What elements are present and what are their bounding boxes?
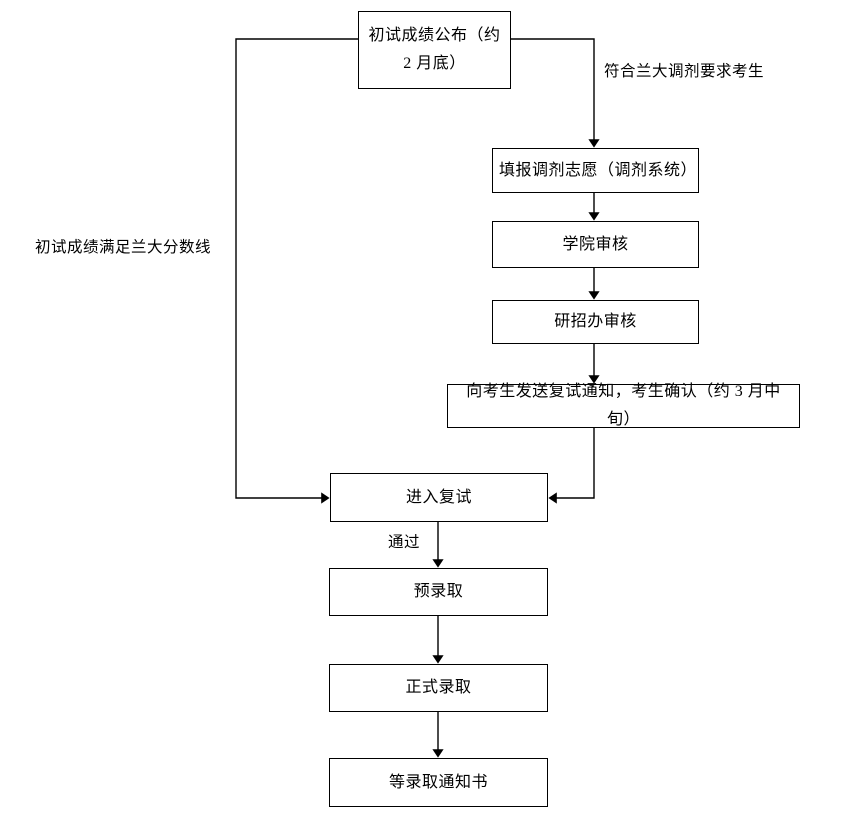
node-tianbao-tiaoji-zhiyuan[interactable]: 填报调剂志愿（调剂系统） — [492, 148, 699, 193]
node-label-tianbao-tiaoji-zhiyuan: 填报调剂志愿（调剂系统） — [499, 161, 698, 179]
node-fasong-fushi-tongzhi[interactable]: 向考生发送复试通知，考生确认（约 3 月中旬） — [447, 383, 800, 428]
edge-top-to-tiaoji — [511, 38, 600, 148]
node-label-yu-luqu: 预录取 — [413, 583, 464, 600]
node-chushi-chengji-gongbu[interactable]: 初试成绩公布（约 2 月底） — [358, 11, 511, 89]
node-label-zhengshi-luqu: 正式录取 — [405, 679, 472, 696]
node-jinru-fushi[interactable]: 进入复试 — [330, 473, 548, 522]
node-yu-luqu[interactable]: 预录取 — [329, 568, 548, 616]
edge-label-tongguo: 通过 — [388, 534, 421, 551]
edge-top-to-fushi-left — [235, 38, 358, 504]
node-label-xueyuan-shenhe: 学院审核 — [562, 235, 629, 253]
node-deng-luqu-tongzhishu[interactable]: 等录取通知书 — [329, 758, 548, 807]
node-label-deng-luqu-tongzhishu: 等录取通知书 — [388, 773, 488, 791]
node-yanzhaoban-shenhe[interactable]: 研招办审核 — [492, 300, 699, 344]
node-xueyuan-shenhe[interactable]: 学院审核 — [492, 221, 699, 268]
edge-label-fuhe-landa-tiaoji: 符合兰大调剂要求考生 — [604, 63, 765, 80]
node-label-fasong-fushi-tongzhi: 向考生发送复试通知，考生确认（约 3 月中旬） — [466, 383, 781, 428]
node-label-yanzhaoban-shenhe: 研招办审核 — [554, 313, 637, 330]
node-label-jinru-fushi: 进入复试 — [405, 488, 472, 506]
edge-fasong-to-fushi-right — [548, 428, 595, 504]
edge-layer — [235, 38, 600, 758]
edge-label-chushi-manzu-fenshuxian: 初试成绩满足兰大分数线 — [35, 239, 212, 256]
node-label-chushi-chengji-gongbu: 初试成绩公布（约 2 月底） — [368, 27, 501, 72]
node-zhengshi-luqu[interactable]: 正式录取 — [329, 664, 548, 712]
